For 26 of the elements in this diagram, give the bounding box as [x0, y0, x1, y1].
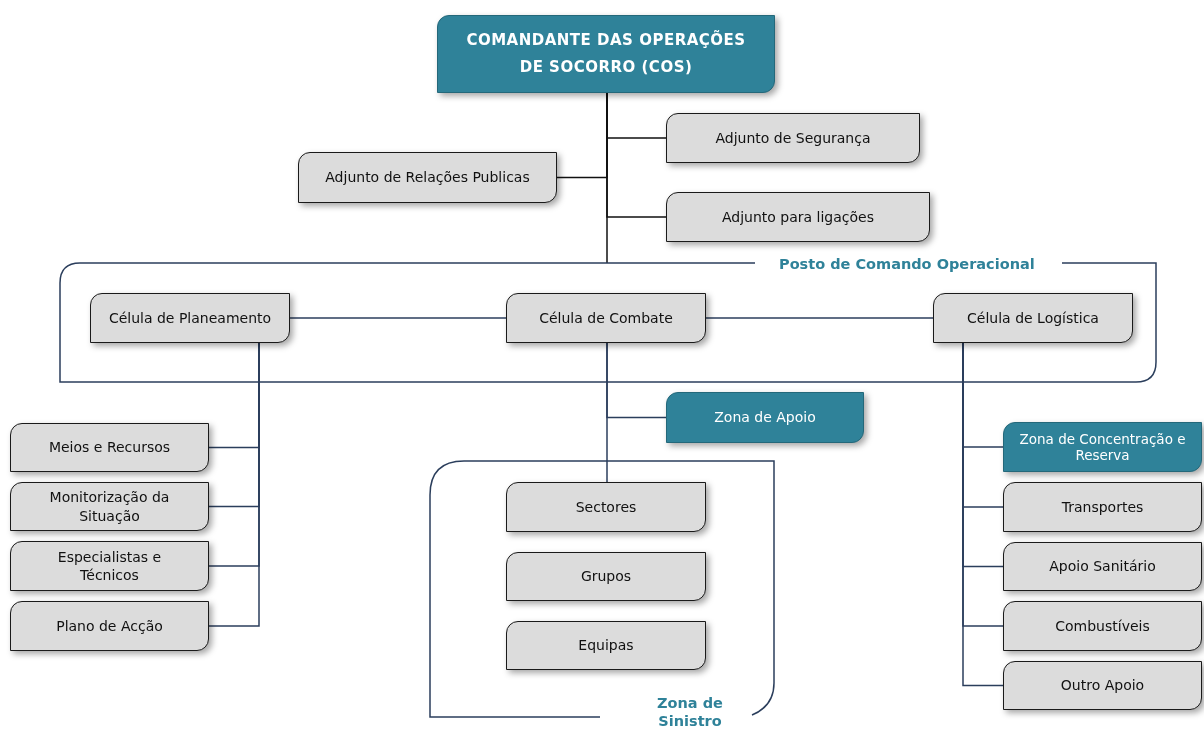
- role-box: Adjunto para ligações: [666, 192, 930, 242]
- role-box: Zona de Apoio: [666, 392, 864, 443]
- group-label: Zona de Sinistro: [656, 694, 724, 731]
- role-box: Adjunto de Relações Publicas: [298, 152, 557, 203]
- role-box: Transportes: [1003, 482, 1202, 532]
- role-box: Monitorização da Situação: [10, 482, 209, 531]
- role-box: Especialistas e Técnicos: [10, 541, 209, 591]
- role-box: Adjunto de Segurança: [666, 113, 920, 163]
- connector-line: [606, 342, 608, 483]
- role-box: Equipas: [506, 621, 706, 670]
- connector-line: [606, 92, 608, 264]
- role-box: Meios e Recursos: [10, 423, 209, 472]
- role-box: Outro Apoio: [1003, 661, 1202, 710]
- connector-line: [705, 317, 934, 319]
- role-box: Célula de Logística: [933, 293, 1133, 343]
- role-box: Grupos: [506, 552, 706, 601]
- role-box: Plano de Acção: [10, 601, 209, 651]
- connector-line: [289, 317, 507, 319]
- role-box: Combustíveis: [1003, 601, 1202, 651]
- role-box: Célula de Planeamento: [90, 293, 290, 343]
- role-box: Apoio Sanitário: [1003, 542, 1202, 591]
- connector-line: [208, 342, 260, 627]
- role-box: COMANDANTE DAS OPERAÇÕES DE SOCORRO (COS): [437, 15, 775, 93]
- role-box: Sectores: [506, 482, 706, 532]
- role-box: Célula de Combate: [506, 293, 706, 343]
- role-box: Zona de Concentração e Reserva: [1003, 422, 1202, 472]
